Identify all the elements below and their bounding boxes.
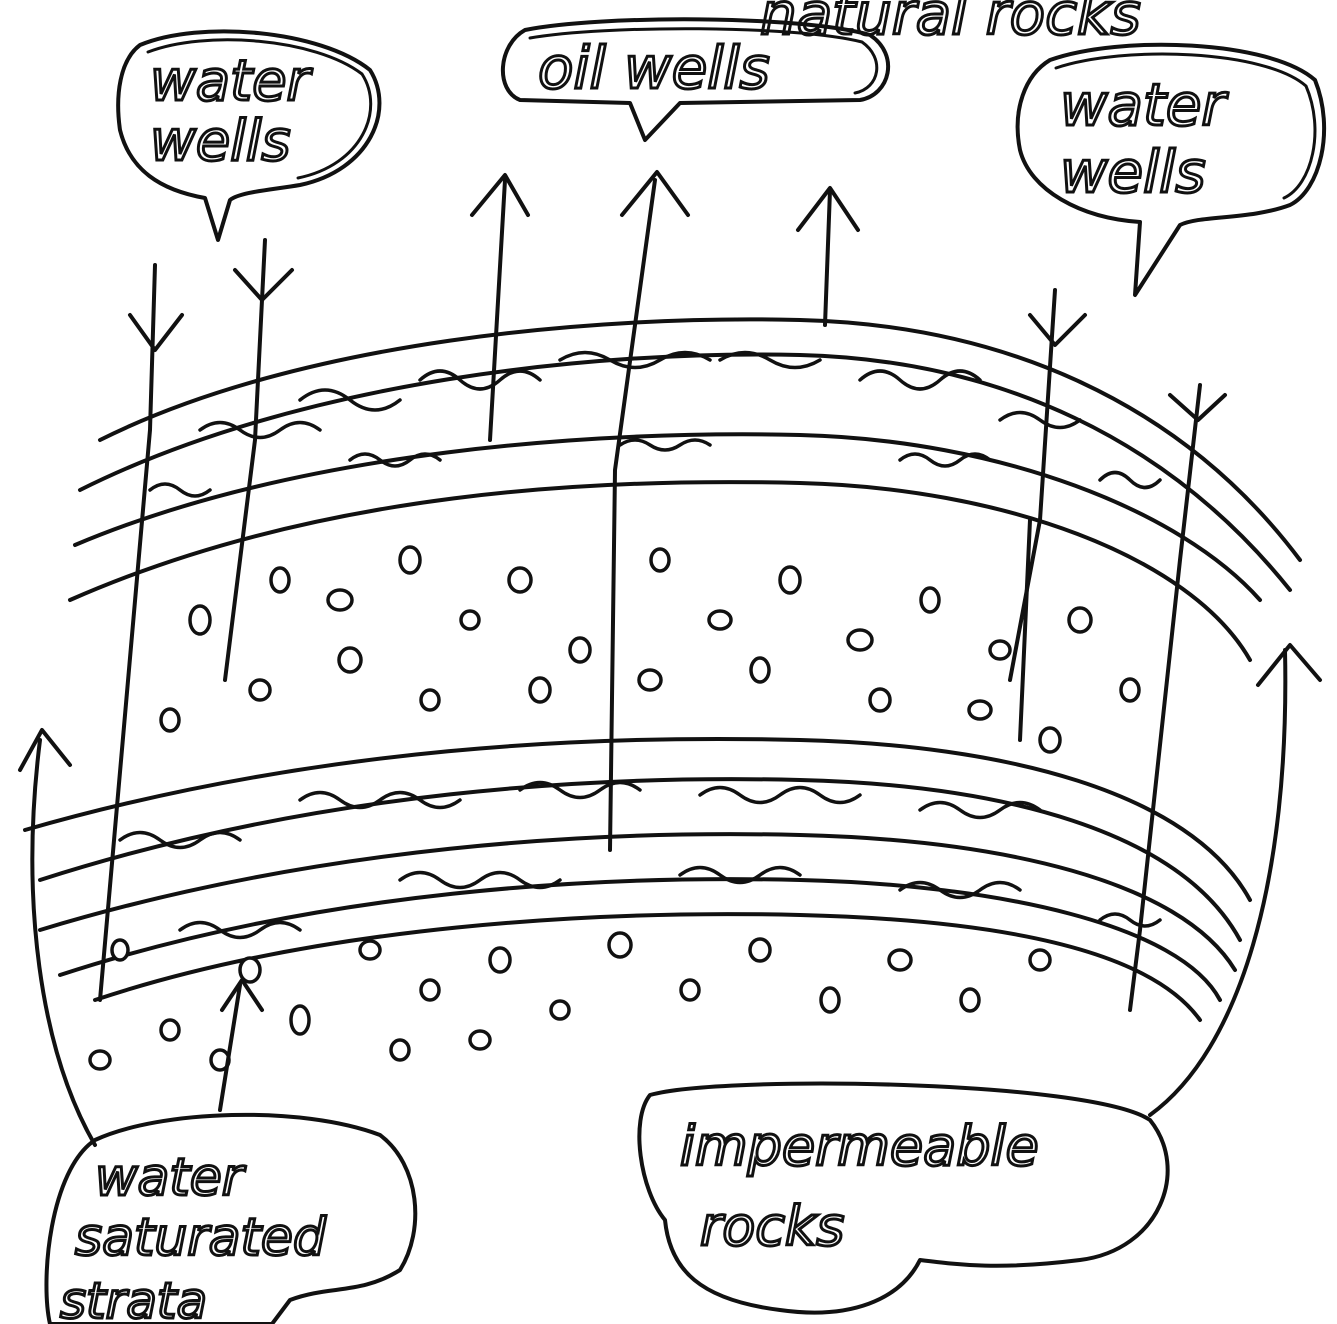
strata-arch (25, 319, 1300, 1070)
bubble-oil-wells: oil wells (503, 19, 888, 140)
bubble-oil-wells-label: oil wells (538, 34, 770, 102)
bubble-water-wells-left-line2: wells (150, 109, 291, 174)
bubble-water-saturated-line3: strata (60, 1272, 207, 1324)
bubble-water-wells-left-line1: water (150, 49, 313, 114)
bubble-water-wells-right-line1: water (1060, 71, 1228, 139)
bubble-impermeable-line1: impermeable (680, 1115, 1039, 1178)
bubble-water-saturated-line2: saturated (75, 1208, 327, 1268)
bubble-water-saturated-strata: water saturated strata (46, 1115, 415, 1324)
oil-well-shafts (472, 172, 858, 850)
bubble-impermeable-rocks: impermeable rocks (639, 1084, 1167, 1313)
bubble-water-wells-left: water wells (118, 31, 379, 240)
bubble-water-wells-right-line2: wells (1060, 138, 1206, 206)
bubble-impermeable-line2: rocks (700, 1195, 844, 1258)
bubble-water-wells-right: water wells (1018, 45, 1324, 295)
bubble-water-saturated-line1: water (95, 1148, 247, 1208)
